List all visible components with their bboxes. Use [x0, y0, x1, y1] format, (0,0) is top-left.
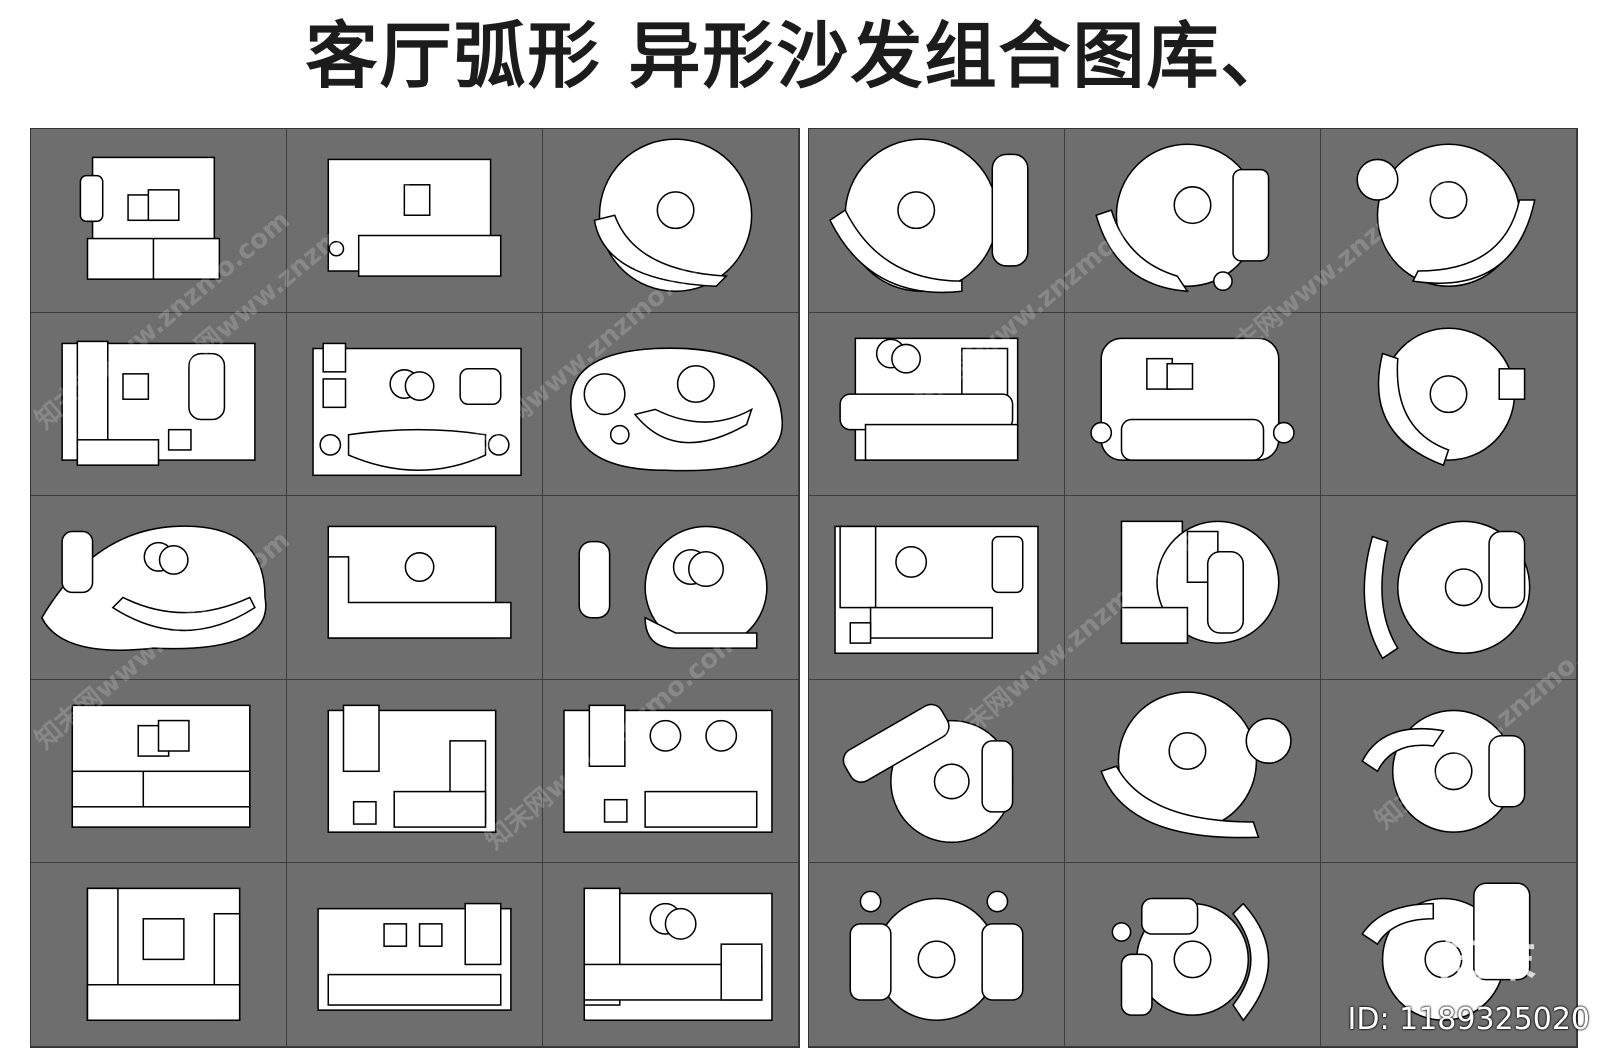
plan-cell[interactable] — [809, 312, 1065, 497]
plan-cell[interactable] — [1065, 312, 1321, 497]
plan-cell[interactable] — [543, 129, 799, 313]
plan-cell[interactable] — [1065, 496, 1321, 680]
plan-cell[interactable] — [543, 312, 799, 497]
plan-cell[interactable] — [809, 863, 1065, 1047]
plan-cell[interactable] — [809, 129, 1065, 313]
plan-cell[interactable] — [1321, 496, 1577, 680]
plan-cell[interactable] — [287, 312, 543, 497]
plan-cell[interactable] — [31, 312, 287, 497]
plan-cell[interactable] — [1321, 129, 1577, 313]
plan-cell[interactable] — [287, 863, 543, 1047]
brand-logo-text: 知末 — [1440, 933, 1540, 987]
image-id-label: ID: 1189325020 — [1347, 1002, 1590, 1037]
plan-cell[interactable] — [287, 679, 543, 864]
plan-cell[interactable] — [1321, 312, 1577, 497]
plan-cell[interactable] — [1065, 863, 1321, 1047]
plan-cell[interactable] — [31, 679, 287, 864]
page-title: 客厅弧形 异形沙发组合图库、 — [305, 14, 1295, 98]
plan-cell[interactable] — [1065, 679, 1321, 864]
right-panel — [808, 128, 1578, 1048]
plan-cell[interactable] — [1065, 129, 1321, 313]
plan-cell[interactable] — [543, 496, 799, 680]
plan-cell[interactable] — [31, 129, 287, 313]
plan-cell[interactable] — [543, 679, 799, 864]
plan-cell[interactable] — [1321, 679, 1577, 864]
plan-cell[interactable] — [31, 496, 287, 680]
plan-cell[interactable] — [809, 496, 1065, 680]
plan-cell[interactable] — [1321, 863, 1577, 1047]
plan-cell[interactable] — [287, 129, 543, 313]
left-panel — [30, 128, 800, 1048]
plan-cell[interactable] — [287, 496, 543, 680]
plan-cell[interactable] — [809, 679, 1065, 864]
plan-cell[interactable] — [31, 863, 287, 1047]
plan-cell[interactable] — [543, 863, 799, 1047]
